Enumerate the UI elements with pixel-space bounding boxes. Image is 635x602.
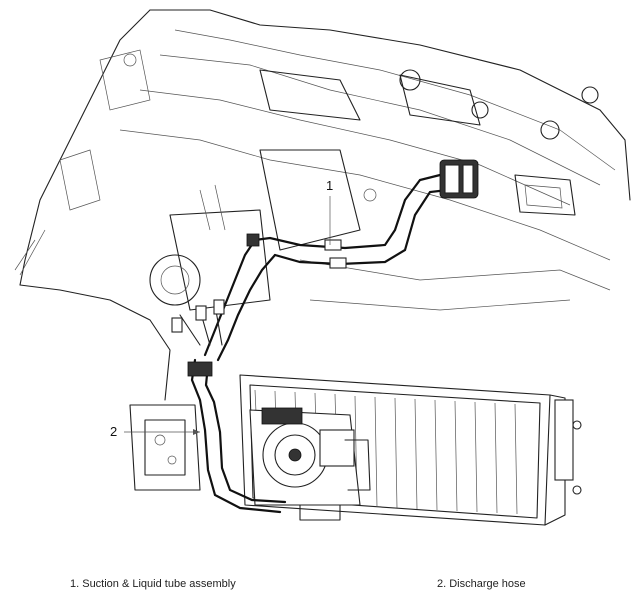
mounting-bracket (129, 404, 201, 491)
legend-item-suction-liquid-tube: 1. Suction & Liquid tube assembly (70, 578, 236, 590)
compressor (249, 407, 371, 521)
callout-1-number: 1 (326, 178, 334, 193)
legend-item-discharge-hose: 2. Discharge hose (437, 578, 526, 590)
body-panel-structure (14, 9, 631, 401)
suction-liquid-tube-assembly (171, 159, 479, 362)
condenser (239, 374, 582, 526)
callout-2-number: 2 (110, 424, 118, 439)
callout-2-arrowhead (193, 429, 200, 435)
discharge-hose (187, 358, 287, 514)
engine-bay-line-drawing (14, 9, 631, 526)
